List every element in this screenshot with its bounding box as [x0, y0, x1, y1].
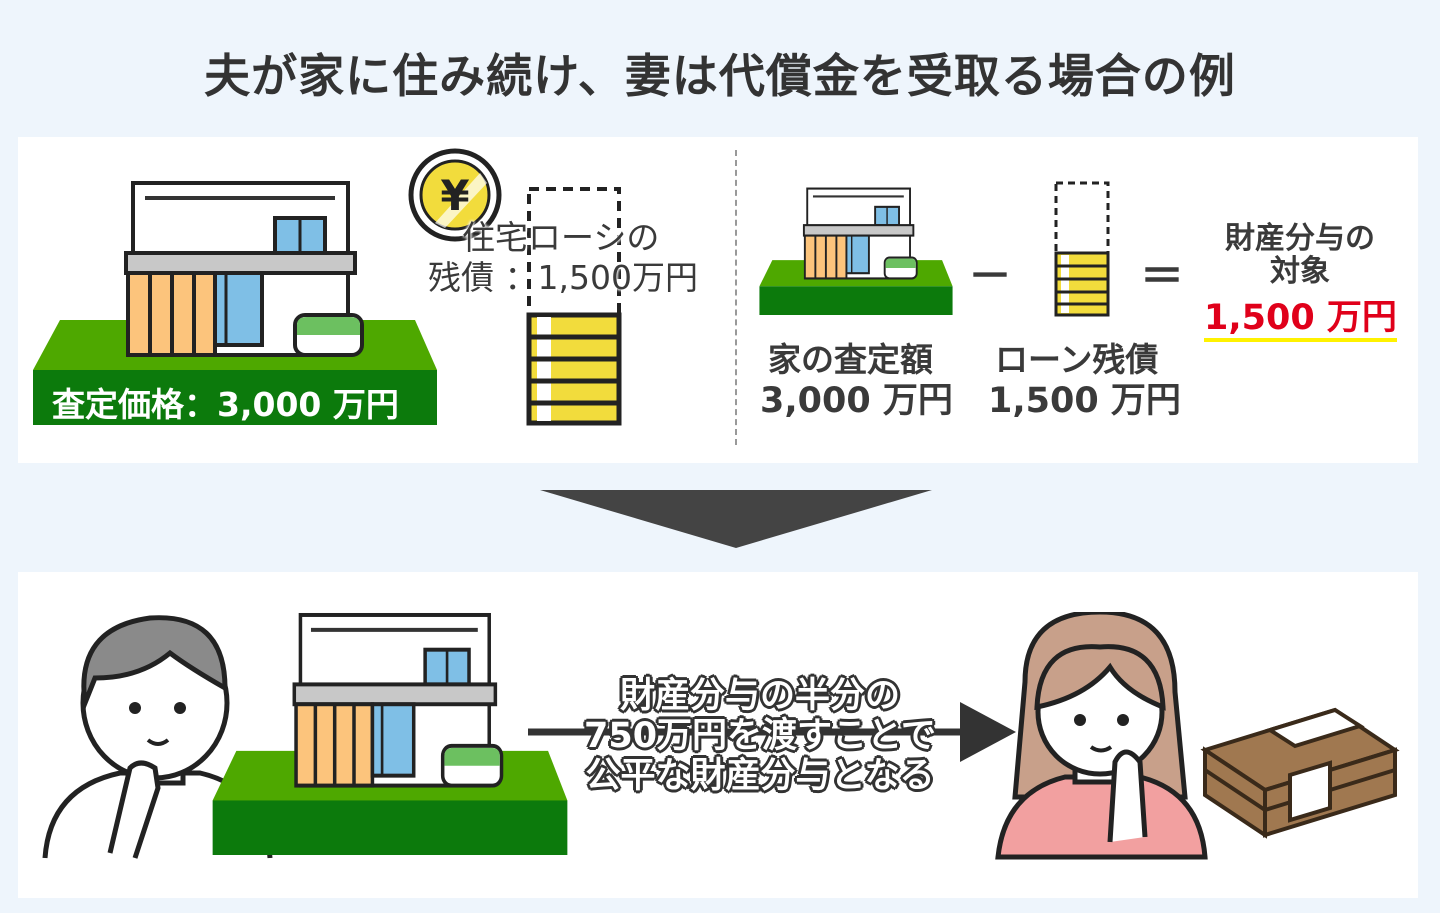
minus-sign: － [968, 251, 1012, 302]
page-title: 夫が家に住み続け、妻は代償金を受取る場合の例 [204, 49, 1236, 103]
loan-label: 住宅ローシの 残債 ：1,500万円 [428, 218, 698, 298]
result-value: 1,500 万円 [1204, 298, 1397, 342]
appraisal-label: 査定価格：3,000 万円 [52, 385, 399, 424]
yen-symbol: ¥ [440, 171, 469, 220]
down-arrow-icon [540, 490, 932, 548]
house-illustration-small [758, 187, 954, 315]
loan-bar-small-icon [1054, 181, 1110, 317]
transfer-message-line2: 750万円を渡すことで [583, 716, 936, 756]
transfer-message: 財産分与の半分の 750万円を渡すことで 公平な財産分与となる [540, 676, 980, 796]
loan-bar-icon [526, 187, 622, 426]
house-value: 3,000 万円 [760, 381, 953, 421]
loan-balance-value: 1,500 万円 [988, 381, 1181, 421]
house-value-label: 家の査定額 [768, 340, 933, 379]
money-stack-icon [1200, 707, 1400, 839]
result-label-line2: 対象 [1270, 254, 1330, 289]
result-label-line1: 財産分与の [1225, 221, 1375, 256]
yen-coin-icon: ¥ [408, 148, 502, 242]
loan-label-line2: 残債 ：1,500万円 [428, 258, 698, 297]
divider [735, 150, 737, 445]
equals-sign: ＝ [1140, 251, 1184, 302]
transfer-message-line1: 財産分与の半分の [619, 676, 900, 716]
transfer-message-line3: 公平な財産分与となる [585, 756, 935, 796]
wife-illustration [995, 612, 1208, 860]
house-illustration-large [30, 180, 440, 425]
house-illustration-bottom [210, 612, 570, 855]
loan-label-line1: 住宅ローシの [462, 218, 660, 257]
transfer-arrow-icon [528, 702, 1016, 762]
result-label: 財産分与の 対象 [1200, 222, 1400, 288]
loan-balance-label: ローン残債 [995, 340, 1159, 379]
